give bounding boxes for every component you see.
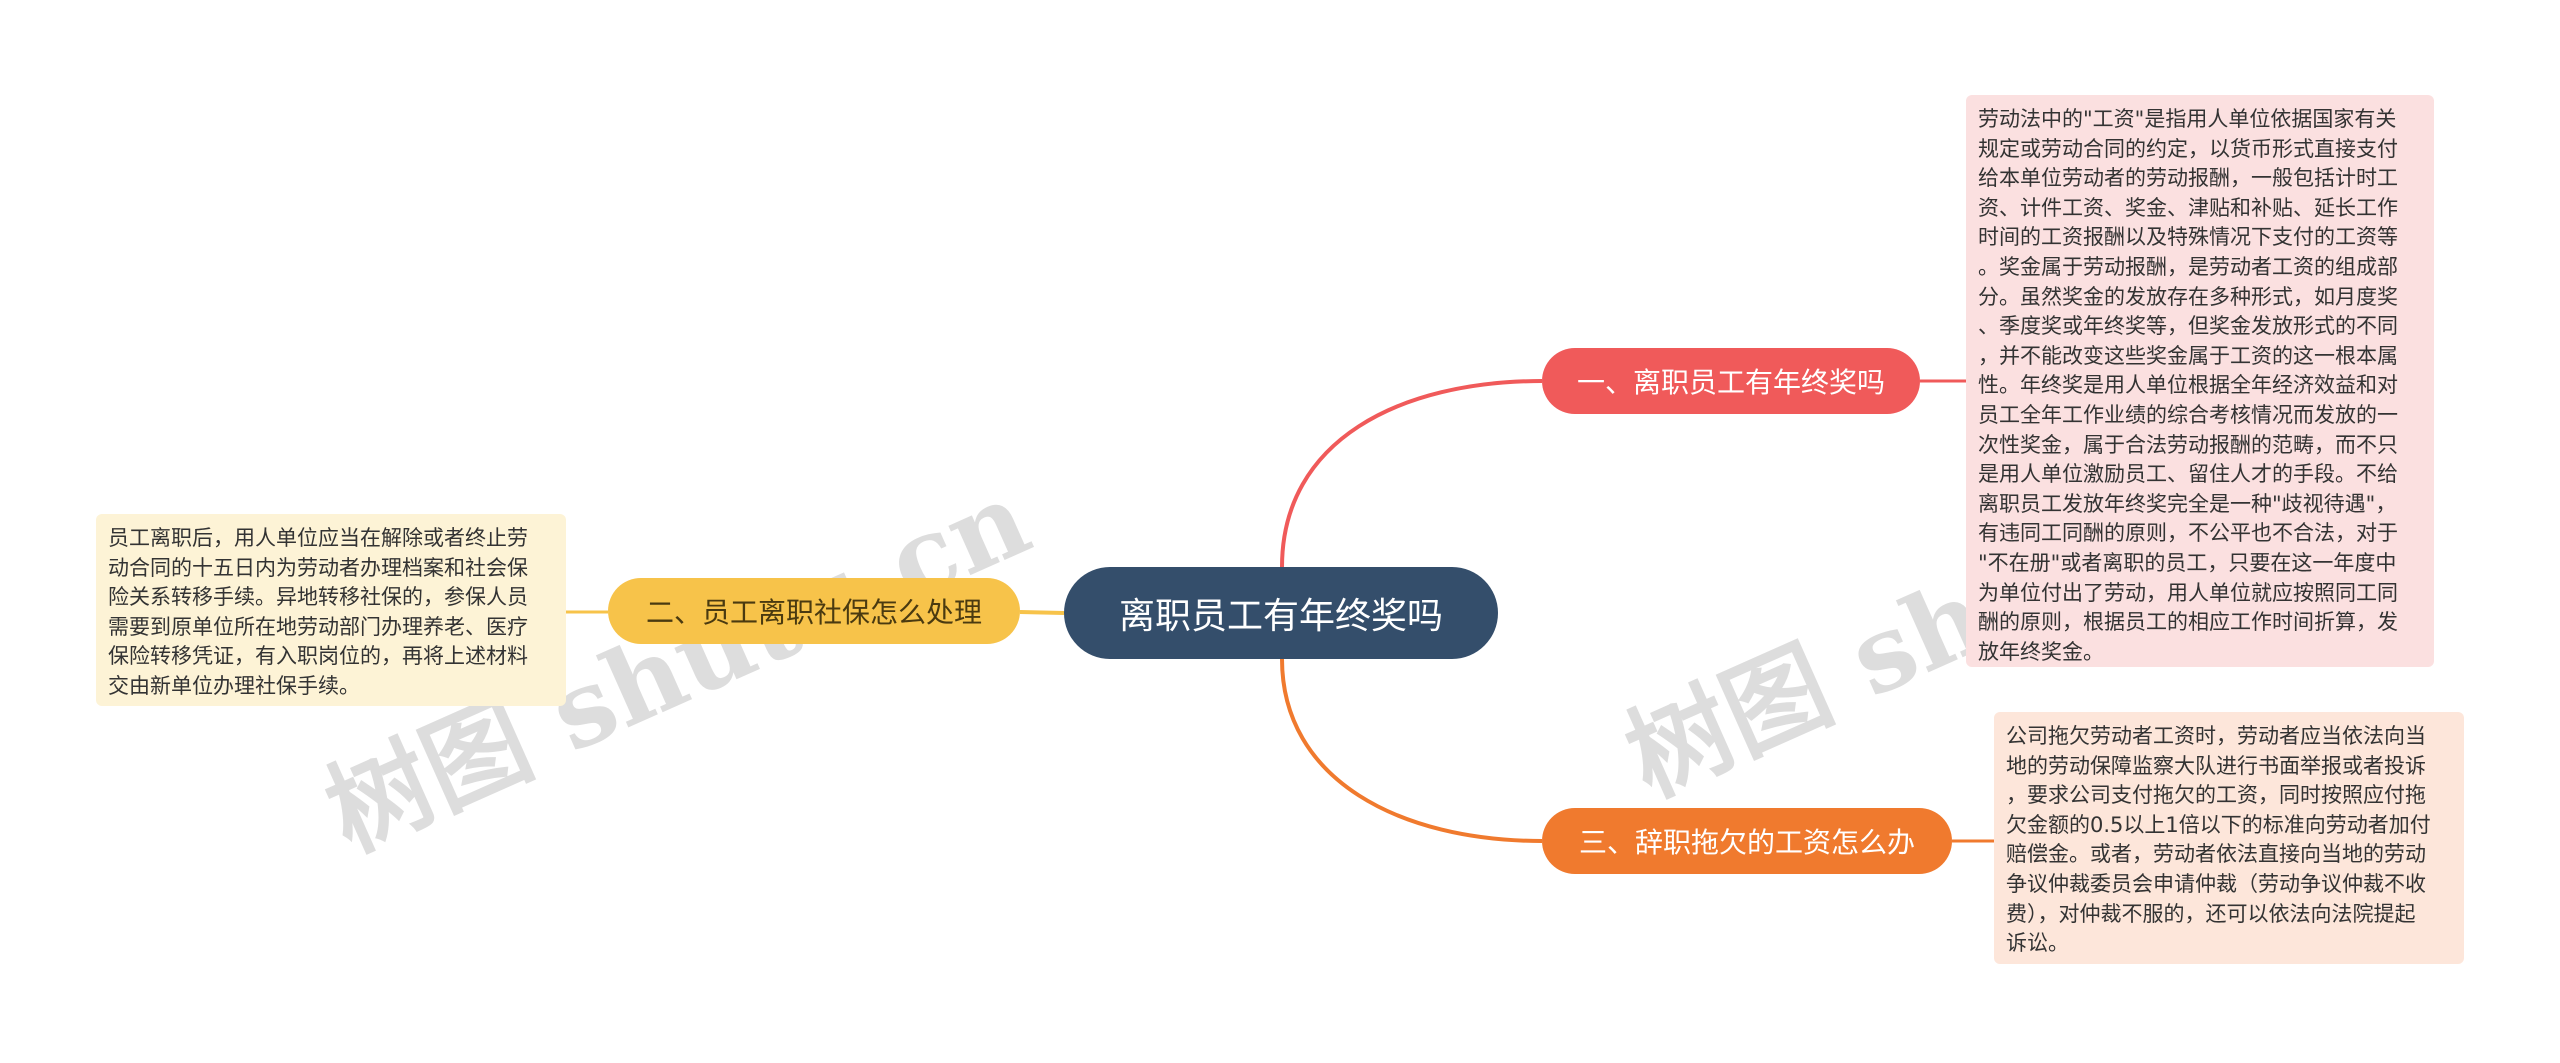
connector-root-branch-1 bbox=[1280, 379, 1543, 568]
detail-note-unpaid-wages[interactable]: 公司拖欠劳动者工资时，劳动者应当依法向当 地的劳动保障监察大队进行书面举报或者投… bbox=[1994, 712, 2464, 964]
detail-note-social-insurance[interactable]: 员工离职后，用人单位应当在解除或者终止劳 动合同的十五日内为劳动者办理档案和社会… bbox=[96, 514, 566, 706]
mindmap-root-node[interactable]: 离职员工有年终奖吗 bbox=[1064, 567, 1498, 659]
branch-node-social-insurance[interactable]: 二、员工离职社保怎么处理 bbox=[608, 578, 1020, 644]
connector-root-branch-3 bbox=[1280, 658, 1543, 843]
branch-node-year-end-bonus[interactable]: 一、离职员工有年终奖吗 bbox=[1542, 348, 1920, 414]
detail-note-year-end-bonus[interactable]: 劳动法中的"工资"是指用人单位依据国家有关 规定或劳动合同的约定，以货币形式直接… bbox=[1966, 95, 2434, 667]
branch-node-unpaid-wages[interactable]: 三、辞职拖欠的工资怎么办 bbox=[1542, 808, 1952, 874]
connector-root-branch-2 bbox=[1019, 610, 1065, 615]
